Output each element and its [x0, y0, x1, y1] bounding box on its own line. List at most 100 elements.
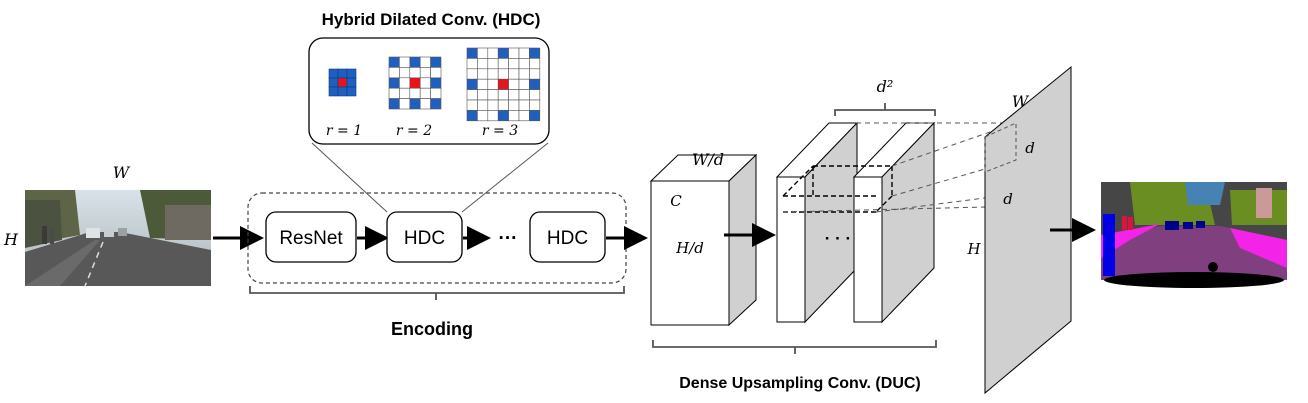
kernel-cell [508, 89, 520, 101]
kernel-cell [529, 78, 541, 90]
kernel-cell [487, 99, 499, 111]
kernel-cell [497, 99, 509, 111]
kernel-cell [466, 68, 478, 80]
hdc-box-2-label: HDC [547, 228, 588, 249]
kernel-cell [409, 56, 421, 68]
rate-label-1: r = 1 [326, 123, 362, 139]
kernel-cell [328, 86, 339, 97]
zoom-line-right [461, 142, 549, 213]
duc-label: Dense Upsampling Conv. (DUC) [679, 375, 921, 392]
kernel-cell [337, 86, 348, 97]
kernel-cell [388, 87, 400, 99]
kernel-cell [518, 68, 530, 80]
kernel-cell [399, 77, 411, 89]
resnet-box-label: ResNet [279, 228, 343, 249]
kernel-cell [430, 56, 442, 68]
duc-depth-label: d² [877, 77, 894, 96]
kernel-cell [399, 56, 411, 68]
kernel-cell [529, 47, 541, 59]
kernel-cell [497, 89, 509, 101]
kernel-cell [409, 87, 421, 99]
hdc-title: Hybrid Dilated Conv. (HDC) [322, 10, 541, 29]
kernel-cell [477, 110, 489, 122]
kernel-cell [466, 47, 478, 59]
kernel-cell [399, 67, 411, 79]
kernel-cell [409, 98, 421, 110]
kernel-cell [487, 110, 499, 122]
kernel-cell [497, 68, 509, 80]
kernel-cell [487, 68, 499, 80]
kernel-cell [388, 98, 400, 110]
hdc-box-2: HDC [529, 211, 606, 263]
kernel-cell [477, 58, 489, 70]
duc-ellipsis: · · · [825, 229, 851, 248]
kernel-cell [518, 110, 530, 122]
kernel-cell [388, 56, 400, 68]
kernel-cell [518, 89, 530, 101]
kernel-cell [409, 67, 421, 79]
kernel-cell [346, 86, 357, 97]
output-plane [984, 65, 1072, 395]
kernel-cell [337, 68, 348, 79]
kernel-cell [487, 58, 499, 70]
kernel-cell [529, 68, 541, 80]
kernel-cell [346, 68, 357, 79]
kernel-cell [419, 77, 431, 89]
kernel-cell [466, 99, 478, 111]
kernel-cell [466, 110, 478, 122]
kernel-cell [477, 99, 489, 111]
kernel-cell [497, 110, 509, 122]
input-width-label: W [113, 163, 131, 182]
kernel-cell [399, 98, 411, 110]
output-d-label-2: d [1003, 190, 1013, 208]
hdc-box-1: HDC [386, 211, 463, 263]
kernel-cell [508, 78, 520, 90]
kernel-cell [430, 77, 442, 89]
feature-map-block [649, 153, 758, 327]
kernel-cell [497, 78, 509, 90]
output-width-label: W [1012, 92, 1030, 111]
duc-block-2 [852, 121, 936, 324]
kernel-cell [518, 99, 530, 111]
duc-depth-brace [834, 103, 936, 116]
kernel-cell [399, 87, 411, 99]
hdc-box-1-label: HDC [404, 228, 445, 249]
kernel-cell [430, 98, 442, 110]
duc-dashed-subblock [782, 165, 893, 213]
kernel-cell [466, 78, 478, 90]
kernel-cell [328, 77, 339, 88]
kernel-cell [328, 68, 339, 79]
feature-height-label: H/d [675, 239, 704, 257]
kernel-cell [497, 47, 509, 59]
encoding-brace [249, 286, 625, 300]
rate-label-2: r = 2 [396, 123, 432, 139]
kernel-cell [419, 67, 431, 79]
kernel-cell [409, 77, 421, 89]
output-d-label-1: d [1025, 139, 1035, 157]
kernel-cell [477, 78, 489, 90]
kernel-cell [529, 58, 541, 70]
duc-block-1 [775, 121, 859, 324]
kernel-cell [419, 87, 431, 99]
output-height-label: H [966, 240, 981, 258]
feature-width-label: W/d [692, 150, 724, 169]
kernel-cell [529, 99, 541, 111]
kernel-cell [508, 99, 520, 111]
encoding-label: Encoding [391, 319, 473, 339]
segmentation-output-image [1101, 182, 1287, 288]
kernel-cell [529, 110, 541, 122]
input-street-image [25, 190, 211, 287]
feature-channel-label: C [670, 192, 682, 210]
input-height-label: H [3, 230, 19, 249]
kernel-cell [419, 56, 431, 68]
kernel-cell [497, 58, 509, 70]
kernel-cell [508, 110, 520, 122]
kernel-cell [388, 67, 400, 79]
kernel-cell [508, 47, 520, 59]
kernel-cell [419, 98, 431, 110]
kernel-cell [388, 77, 400, 89]
kernel-cell [518, 78, 530, 90]
resnet-box: ResNet [265, 211, 357, 263]
encoding-ellipsis: ··· [499, 228, 518, 249]
